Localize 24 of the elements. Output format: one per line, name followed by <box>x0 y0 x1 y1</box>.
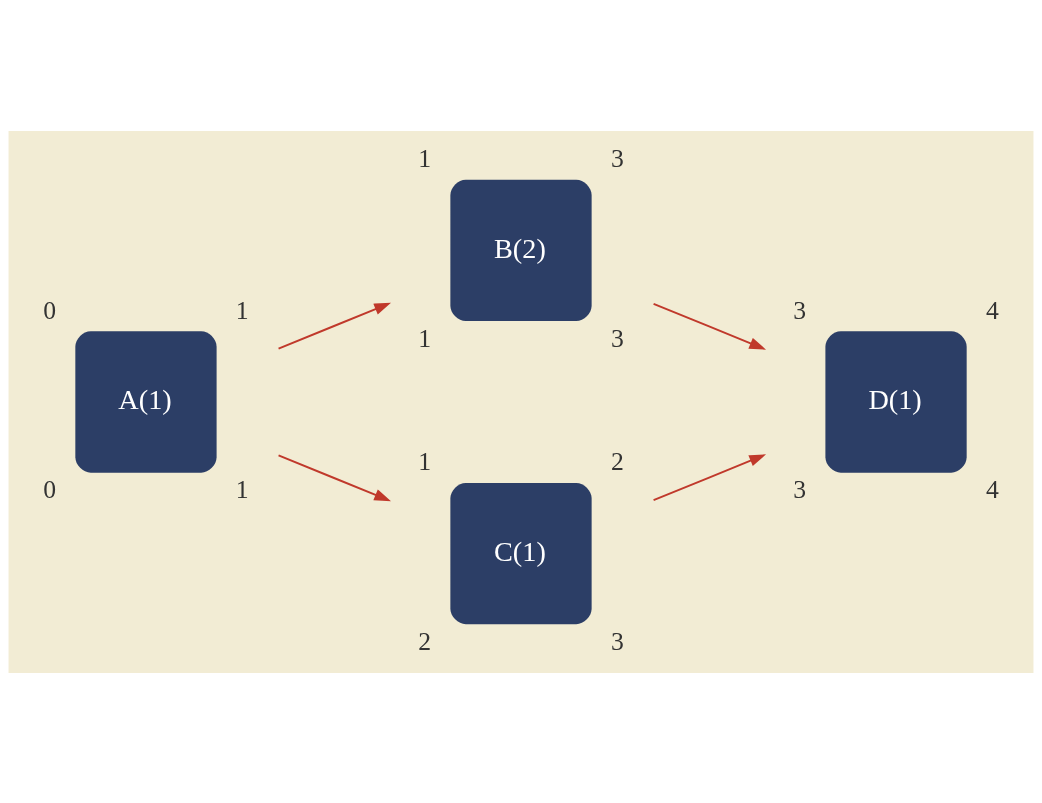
node-label: 3 <box>793 474 807 504</box>
arrow <box>277 302 392 350</box>
node-label: 3 <box>610 323 624 353</box>
node-label: 1 <box>418 323 432 353</box>
node-box: B(2) <box>450 179 592 321</box>
node-label: 3 <box>793 295 807 325</box>
node-label: 2 <box>610 446 624 476</box>
node-label: 3 <box>610 143 624 173</box>
node-box: C(1) <box>450 482 592 624</box>
node-label: 1 <box>235 295 249 325</box>
node-label: 4 <box>985 474 999 504</box>
node-label: 0 <box>43 474 57 504</box>
arrow <box>652 453 767 501</box>
node-label: 1 <box>418 143 432 173</box>
node-label: 3 <box>610 626 624 656</box>
arrow <box>277 453 392 501</box>
node-box: D(1) <box>825 330 967 473</box>
node-label: 1 <box>235 474 249 504</box>
node-label: 4 <box>985 295 999 325</box>
arrow <box>652 302 767 350</box>
node-label: 1 <box>418 446 432 476</box>
node-box: A(1) <box>75 330 217 473</box>
node-label: 0 <box>43 295 57 325</box>
node-label: 2 <box>418 626 432 656</box>
